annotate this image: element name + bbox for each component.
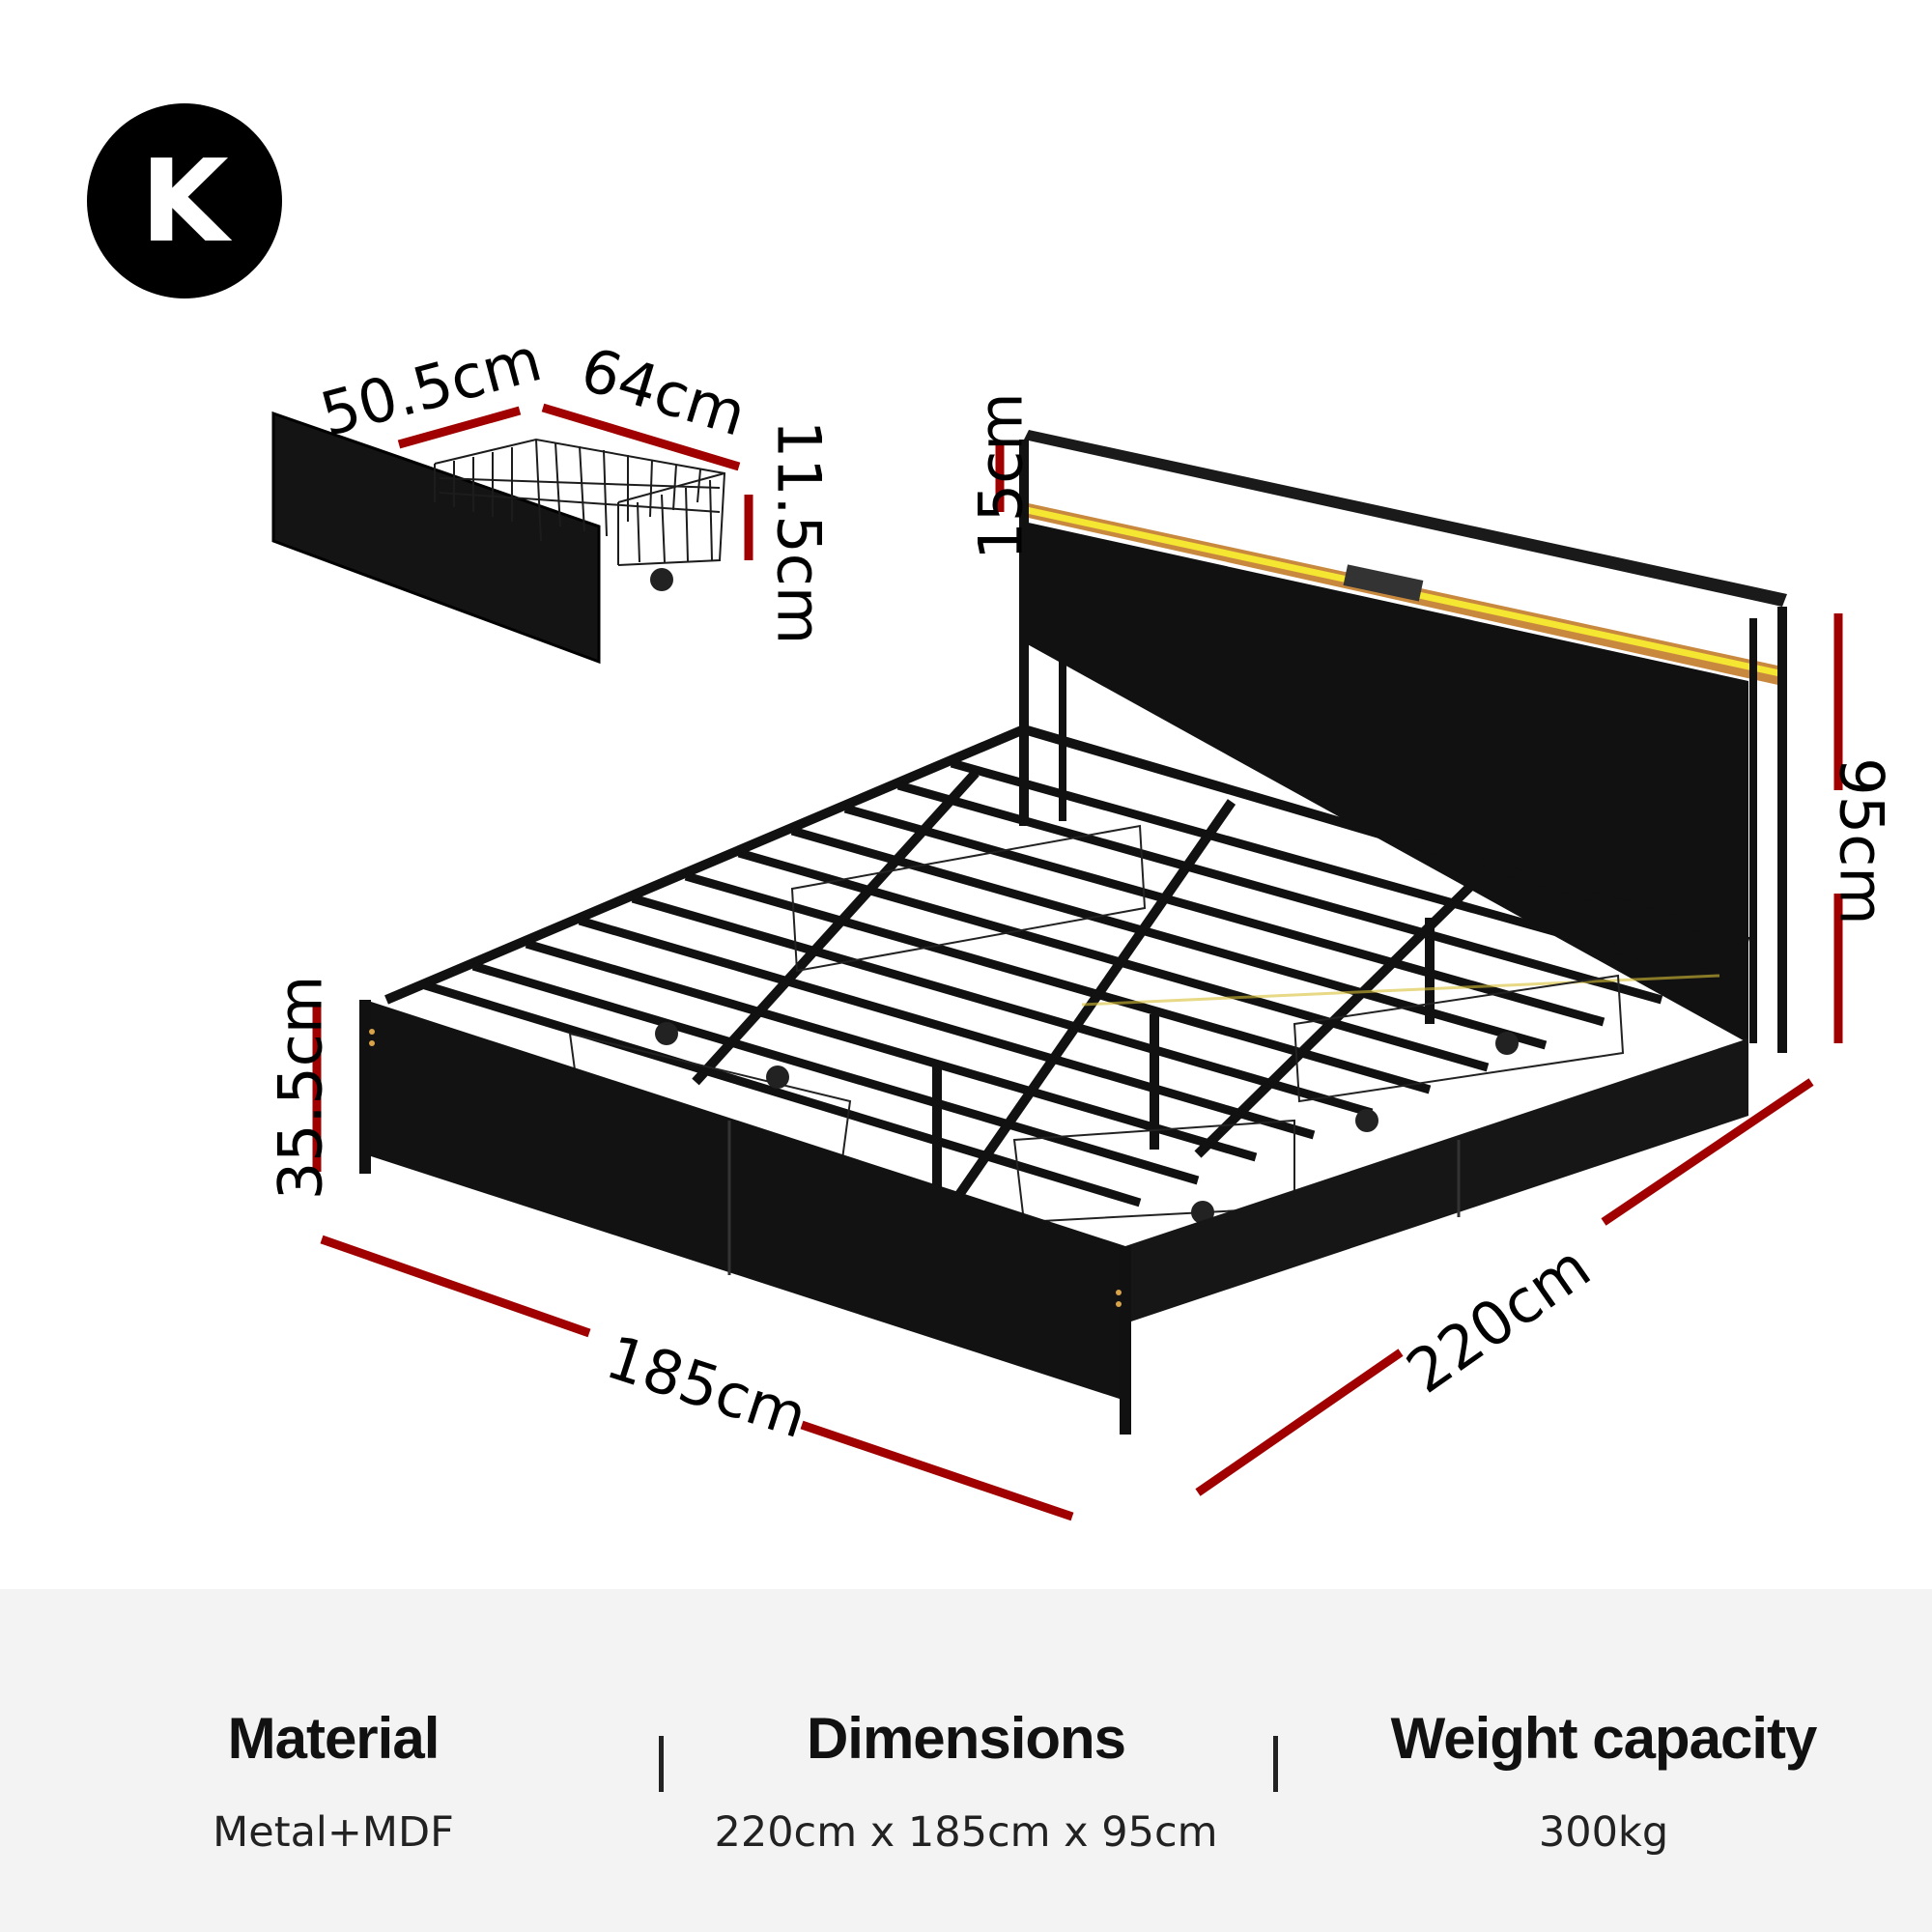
bed-frame-illustration — [359, 430, 1787, 1435]
weight-title: Weight capacity — [1390, 1706, 1818, 1771]
dimensions-value: 220cm x 185cm x 95cm — [714, 1808, 1218, 1857]
drawer-height-label: 11.5cm — [763, 419, 835, 645]
dimensions-spec: Dimensions 220cm x 185cm x 95cm — [676, 1705, 1256, 1857]
divider — [1273, 1736, 1278, 1792]
material-value: Metal+MDF — [213, 1808, 454, 1857]
shelf-height-label: 15cm — [965, 392, 1037, 560]
weight-spec: Weight capacity 300kg — [1314, 1705, 1893, 1857]
bed-height-label: 95cm — [1826, 757, 1897, 925]
weight-value: 300kg — [1538, 1808, 1669, 1857]
divider — [659, 1736, 664, 1792]
drawer-illustration — [271, 411, 726, 665]
spec-panel: Material Metal+MDF Dimensions 220cm x 18… — [0, 1589, 1932, 1932]
size-badge: K — [87, 103, 282, 298]
material-title: Material — [227, 1706, 440, 1771]
side-height-label: 35.5cm — [265, 975, 336, 1201]
bed-illustration — [271, 403, 1843, 1521]
dimensions-title: Dimensions — [806, 1706, 1126, 1771]
material-spec: Material Metal+MDF — [43, 1705, 623, 1857]
dimension-lines — [312, 403, 1843, 1521]
